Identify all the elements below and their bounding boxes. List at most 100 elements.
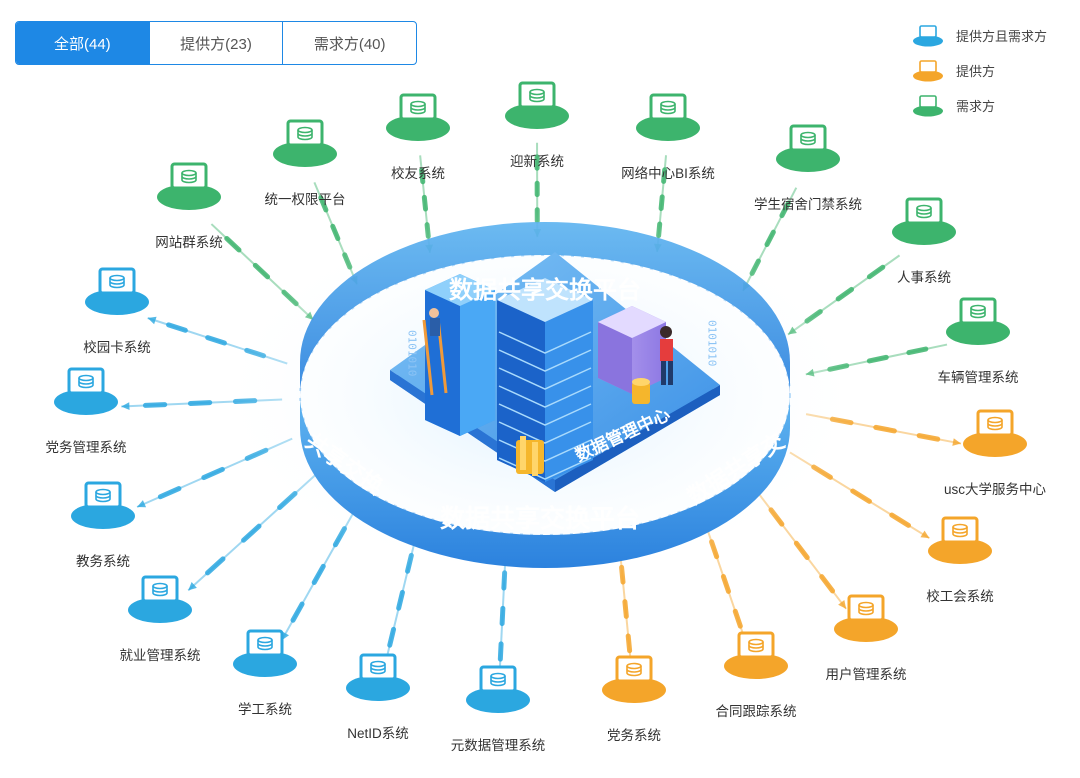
legend-label-both: 提供方且需求方: [956, 29, 1048, 44]
ray-dash: [157, 486, 182, 500]
ray-dash: [819, 574, 836, 594]
server-slot-line: [498, 331, 592, 354]
server-slot-line: [498, 385, 592, 408]
ray-arrow: [952, 438, 961, 446]
ray-dash: [499, 605, 506, 627]
system-node-label: 网站群系统: [155, 235, 223, 250]
system-node-label: 迎新系统: [510, 154, 564, 169]
ray-dash: [419, 167, 426, 185]
legend-item-provider: 提供方: [912, 53, 1047, 88]
gold-coins: [516, 378, 650, 476]
legend: 提供方且需求方 提供方 需求方: [912, 18, 1047, 123]
ray-arrow: [188, 582, 197, 591]
legend-label-provider: 提供方: [956, 64, 996, 79]
monitor-icon: [54, 367, 118, 415]
system-node-label: 校园卡系统: [83, 340, 151, 355]
ray-dash: [290, 601, 305, 623]
ray-arrow: [147, 316, 157, 325]
ray-dash: [142, 402, 168, 408]
ring-text-back: 数据共享交换平台: [449, 276, 641, 304]
ray-arrow: [838, 600, 847, 609]
system-node-label: usc大学服务中心: [943, 482, 1046, 497]
ray-dash: [916, 433, 941, 442]
ray-arrow: [920, 530, 930, 539]
ray-dash: [889, 512, 911, 528]
monitor-icon: [913, 24, 943, 46]
ray-arrow: [137, 500, 147, 508]
server-slot-line: [498, 349, 592, 372]
monitor-icon: [636, 93, 700, 141]
ray-dash: [622, 599, 629, 619]
server-main-slots: [498, 331, 592, 480]
monitor-icon: [128, 575, 192, 623]
ray-dash: [720, 574, 732, 594]
ray-dash: [252, 262, 271, 280]
server-slot-line: [498, 457, 592, 480]
monitor-icon: [71, 481, 135, 529]
ray-dash: [793, 540, 810, 561]
ray-dash: [835, 286, 855, 302]
monitor-icon: [346, 653, 410, 701]
worker-right: [660, 326, 673, 385]
worker-ladder: [422, 308, 448, 396]
monitor-icon: [386, 93, 450, 141]
tab-consumer[interactable]: 需求方(40): [282, 22, 416, 64]
system-node-label: 校友系统: [391, 166, 445, 181]
ray-dash: [658, 194, 665, 212]
system-node-label: 用户管理系统: [825, 667, 907, 682]
system-node-label: 学生宿舍门禁系统: [754, 197, 862, 212]
ray-dash: [318, 195, 329, 213]
ray-dash: [387, 626, 397, 648]
ray-dash: [873, 424, 897, 434]
tab-provider[interactable]: 提供方(23): [148, 22, 283, 64]
system-node-label: 校工会系统: [926, 589, 994, 604]
system-node-label: 党务系统: [607, 728, 661, 743]
system-node-label: 党务管理系统: [45, 440, 127, 455]
monitor-icon: [466, 665, 530, 713]
ray-dash: [396, 589, 405, 611]
ray-dash: [166, 322, 188, 333]
ray-dash: [850, 488, 872, 504]
system-node-label: 网络中心BI系统: [621, 166, 715, 181]
monitor-icon: [928, 516, 992, 564]
binary-left: 0101010: [406, 330, 419, 376]
monitor-icon: [602, 655, 666, 703]
filter-tabs: 全部(44) 提供方(23) 需求方(40): [15, 21, 417, 65]
ray-dash: [661, 167, 668, 184]
server-left: [425, 274, 495, 436]
monitor-icon: [913, 59, 943, 81]
ray-dash: [906, 346, 929, 356]
ray-arrow: [121, 402, 130, 411]
ray-dash: [224, 235, 242, 253]
ray-dash: [497, 641, 504, 662]
ring-front: [300, 395, 790, 568]
legend-item-both: 提供方且需求方: [912, 18, 1047, 53]
ray-dash: [625, 633, 633, 654]
monitor-icon: [913, 94, 943, 116]
system-node-label: 统一权限平台: [264, 192, 346, 207]
ray-dash: [241, 523, 262, 543]
ray-dash: [732, 608, 743, 629]
monitor-icon: [157, 162, 221, 210]
monitor-icon: [273, 119, 337, 167]
monitor-icon: [85, 267, 149, 315]
ray-dash: [311, 563, 326, 586]
ray-dash: [330, 223, 341, 242]
server-purple: [598, 306, 666, 394]
tab-all[interactable]: 全部(44): [16, 22, 149, 64]
system-node-label: 合同跟踪系统: [715, 704, 797, 719]
monitor-icon: [834, 594, 898, 642]
server-slot-line: [498, 367, 592, 390]
system-node-label: 车辆管理系统: [937, 370, 1019, 385]
monitor-icon: [233, 629, 297, 677]
server-slot-line: [498, 439, 592, 462]
monitor-icon: [724, 631, 788, 679]
ray-dash: [187, 400, 213, 406]
server-main: [497, 278, 593, 482]
ring-text-front: 数据共享交换平台: [440, 504, 640, 533]
system-node-label: 学工系统: [238, 702, 292, 717]
ray-dash: [201, 466, 225, 481]
ray-dash: [205, 556, 226, 576]
system-node-label: NetID系统: [347, 726, 409, 741]
